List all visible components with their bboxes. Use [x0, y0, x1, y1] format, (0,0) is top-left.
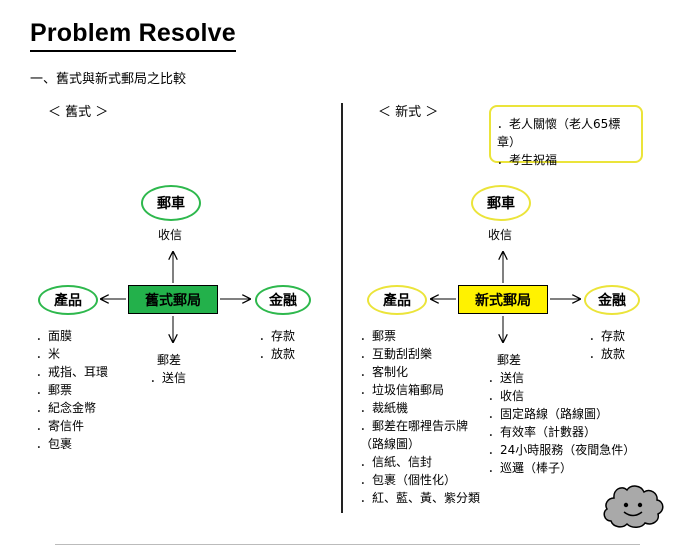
new-heading: ＜ 新式 ＞: [378, 105, 439, 120]
list-item: ．戒指、耳環: [36, 365, 109, 379]
list-item: ．包裹: [36, 437, 73, 451]
section-subtitle: 一、舊式與新式郵局之比較: [30, 72, 187, 87]
old-center-box: 舊式郵局: [128, 285, 218, 314]
list-item: ．巡邏（棒子）: [488, 461, 573, 475]
list-item: ．互動刮刮樂: [360, 347, 433, 361]
old-products-node: 產品: [38, 285, 98, 315]
list-item: ．放款: [589, 347, 626, 361]
list-item: ．收信: [488, 389, 525, 403]
list-item: ．米: [36, 347, 61, 361]
page-title: Problem Resolve: [30, 18, 236, 52]
list-item: ．裁紙機: [360, 401, 409, 415]
new-finance-node: 金融: [584, 285, 640, 315]
old-finance-node: 金融: [255, 285, 311, 315]
list-item: ．送信: [488, 371, 525, 385]
list-item: ．寄信件: [36, 419, 85, 433]
list-item: ．郵票: [360, 329, 397, 343]
new-finance-list: ．存款 ．放款: [589, 327, 625, 363]
old-products-list: ．面膜 ．米 ．戒指、耳環 ．郵票 ．紀念金幣 ．寄信件 ．包裹: [36, 327, 108, 453]
list-item: ．存款: [259, 329, 296, 343]
new-callout-box: ．老人關懷（老人65標章） ．考生祝福: [489, 105, 643, 167]
list-item: ．24小時服務（夜間急件）: [488, 443, 636, 457]
new-bottom-label: 郵差: [497, 353, 522, 367]
old-mail-truck-node: 郵車: [141, 185, 201, 221]
list-item: ．放款: [259, 347, 296, 361]
new-center-box: 新式郵局: [458, 285, 548, 314]
new-mail-truck-node: 郵車: [471, 185, 531, 221]
new-products-list: ．郵票 ．互動刮刮樂 ．客制化 ．垃圾信箱郵局 ．裁紙機 ．郵差在哪裡告示牌 （…: [360, 327, 480, 507]
new-top-label: 收信: [488, 228, 513, 242]
list-item: ．存款: [589, 329, 626, 343]
list-item: ．紅、藍、黃、紫分類: [360, 491, 481, 505]
old-heading: ＜ 舊式 ＞: [48, 105, 109, 120]
list-item: ．郵票: [36, 383, 73, 397]
new-products-node: 產品: [367, 285, 427, 315]
list-item: ．送信: [150, 371, 187, 385]
list-item: ．郵差在哪裡告示牌: [360, 419, 469, 433]
cloud-face-icon: [603, 485, 664, 528]
list-item: ．客制化: [360, 365, 409, 379]
old-bottom-label: 郵差: [157, 353, 182, 367]
list-item: ．信紙、信封: [360, 455, 433, 469]
footer-rule: [55, 544, 640, 545]
list-item: ．紀念金幣: [36, 401, 97, 415]
list-item: ．有效率（計數器）: [488, 425, 597, 439]
callout-line: ．考生祝福: [497, 153, 558, 167]
column-divider: [341, 103, 343, 513]
old-finance-list: ．存款 ．放款: [259, 327, 295, 363]
list-item: ．包裹（個性化）: [360, 473, 457, 487]
list-item: ．面膜: [36, 329, 73, 343]
old-postman-list: ．送信: [150, 369, 186, 387]
callout-line: ．老人關懷（老人65標章）: [497, 117, 621, 149]
old-top-label: 收信: [158, 228, 183, 242]
list-item: ．垃圾信箱郵局: [360, 383, 445, 397]
list-item: （路線圖）: [360, 437, 421, 451]
list-item: ．固定路線（路線圖）: [488, 407, 609, 421]
new-postman-list: ．送信 ．收信 ．固定路線（路線圖） ．有效率（計數器） ．24小時服務（夜間急…: [488, 369, 635, 477]
